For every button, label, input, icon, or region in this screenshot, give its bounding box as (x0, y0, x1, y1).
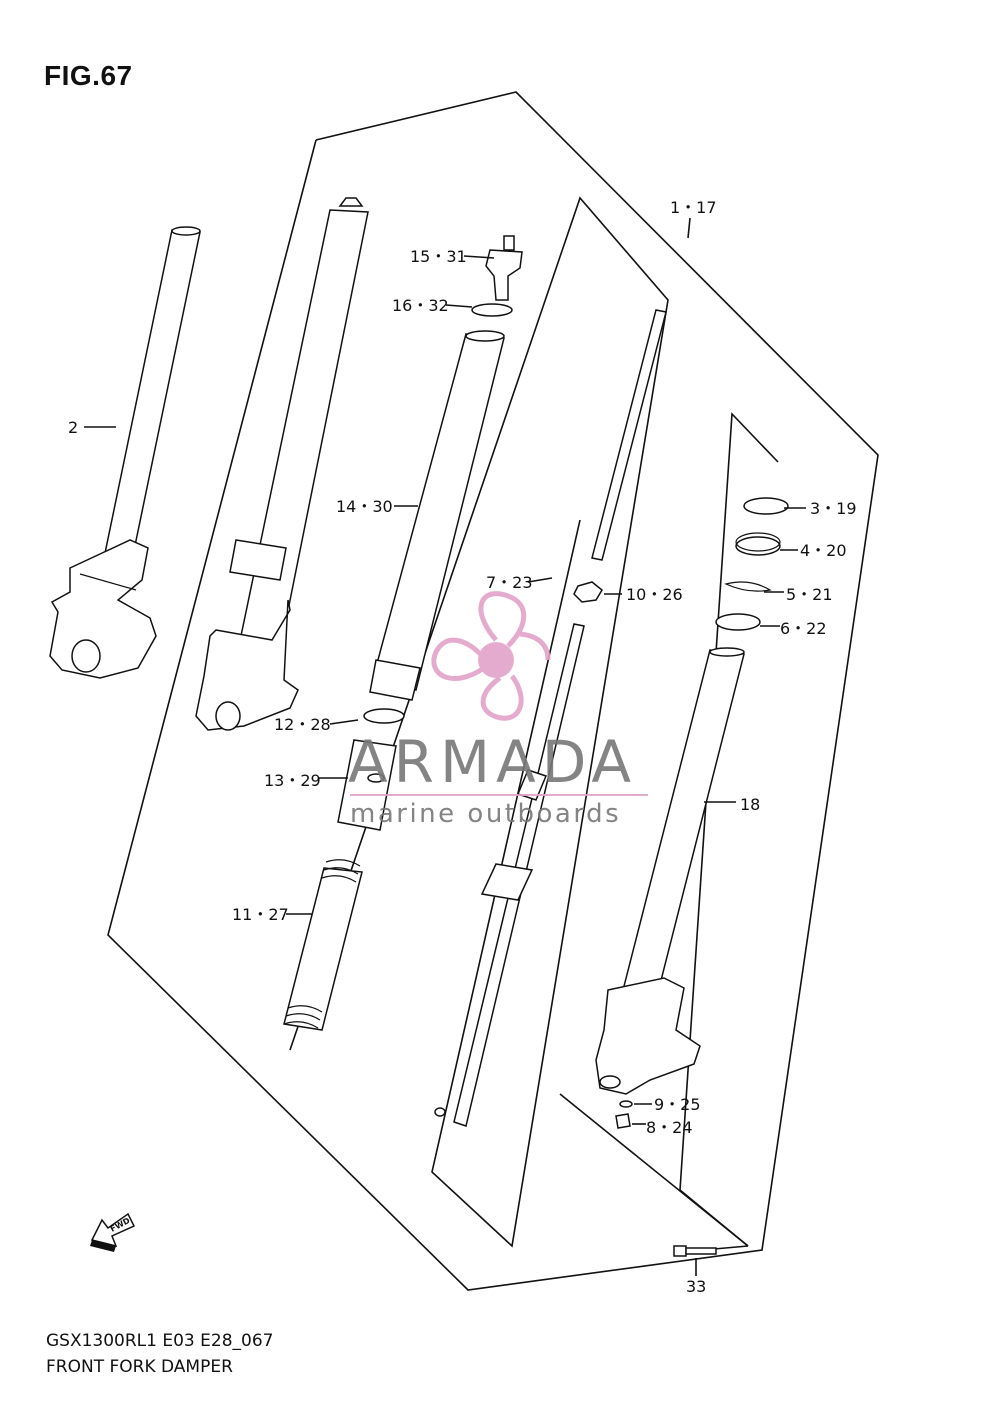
callout-9-25: 9・25 (654, 1095, 701, 1114)
callout-1-17: 1・17 (670, 198, 717, 217)
callout-12-28: 12・28 (274, 715, 331, 734)
forward-direction-icon: FWD (90, 1212, 136, 1252)
part-7-damper-rod (434, 309, 667, 1127)
assembly-outline (107, 91, 879, 1291)
part-15-cap-bolt (485, 235, 523, 301)
model-code: GSX1300RL1 E03 E28_067 (46, 1331, 274, 1351)
part-3-dust-seal (743, 497, 789, 515)
part-2-outer-tube-left (49, 226, 201, 679)
part-16-o-ring (471, 303, 513, 317)
diagram-name: FRONT FORK DAMPER (46, 1357, 233, 1377)
part-13-collar (337, 739, 397, 831)
armada-watermark: ARMADA marine outboards (348, 591, 648, 829)
part-11-spring (283, 859, 363, 1031)
part-8-drain-bolt (615, 1113, 631, 1129)
callout-4-20: 4・20 (800, 541, 847, 560)
callout-3-19: 3・19 (810, 499, 857, 518)
callout-6-22: 6・22 (780, 619, 827, 638)
part-10-nut (573, 581, 603, 603)
part-9-gasket (619, 1100, 633, 1108)
callout-11-27: 11・27 (232, 905, 289, 924)
cartridge-outline (289, 196, 669, 1248)
watermark-brand: ARMADA (348, 728, 637, 796)
callout-16-32: 16・32 (392, 296, 449, 315)
part-18-outer-tube-right (595, 647, 745, 1095)
part-4-oil-seal (735, 532, 781, 556)
callout-14-30: 14・30 (336, 497, 393, 516)
callout-8-24: 8・24 (646, 1118, 693, 1137)
part-14-cylinder (369, 330, 505, 701)
leader-lines (84, 217, 806, 1276)
callout-18: 18 (740, 795, 760, 814)
callout-7-23: 7・23 (486, 573, 533, 592)
figure-title: FIG.67 (44, 60, 133, 91)
part-14-inner-tube-assembly (195, 197, 369, 731)
propeller-logo-icon (431, 591, 551, 721)
callout-2: 2 (68, 418, 78, 437)
part-6-washer (715, 613, 761, 631)
watermark-tagline: marine outboards (350, 799, 621, 829)
callout-10-26: 10・26 (626, 585, 683, 604)
part-33-axle-bolt (673, 1245, 717, 1257)
callout-33: 33 (686, 1277, 706, 1296)
callout-15-31: 15・31 (410, 247, 467, 266)
part-12-ring (363, 708, 405, 724)
part-5-stopper-ring (724, 581, 772, 592)
callout-13-29: 13・29 (264, 771, 321, 790)
propeller-hub-icon (478, 642, 514, 678)
callout-5-21: 5・21 (786, 585, 833, 604)
